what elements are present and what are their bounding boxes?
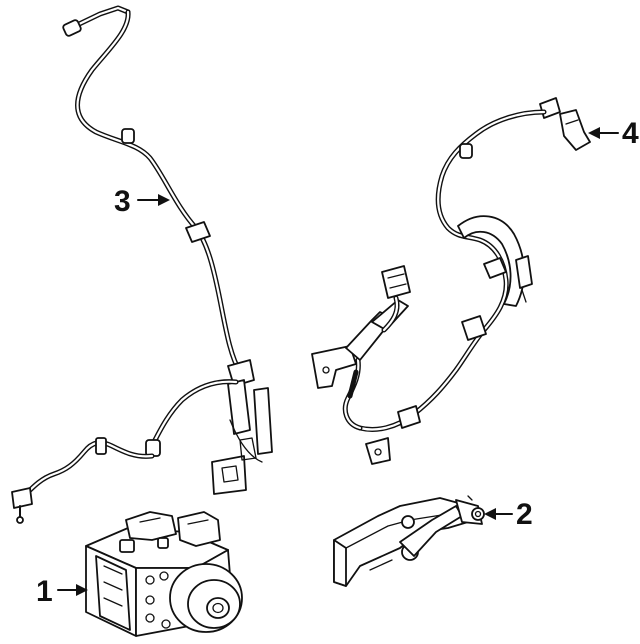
- callout-label-2: 2: [516, 498, 533, 531]
- part-1-abs-modulator: [85, 511, 243, 637]
- callout-arrowhead-2: [484, 508, 496, 520]
- callout-3: 3: [114, 185, 170, 218]
- callout-arrowhead-4: [588, 127, 600, 139]
- callout-label-4: 4: [622, 117, 639, 150]
- part-4-sensor-harness: [311, 97, 591, 465]
- callout-arrowhead-1: [76, 584, 88, 596]
- part-2-sensor-bracket: [333, 495, 485, 587]
- callout-label-3: 3: [114, 185, 131, 218]
- callout-label-1: 1: [36, 575, 53, 608]
- callout-1: 1: [36, 575, 88, 608]
- part-3-sensor-harness: [11, 5, 273, 524]
- callout-2: 2: [484, 498, 533, 531]
- callout-4: 4: [588, 117, 639, 150]
- callout-arrowhead-3: [158, 194, 170, 206]
